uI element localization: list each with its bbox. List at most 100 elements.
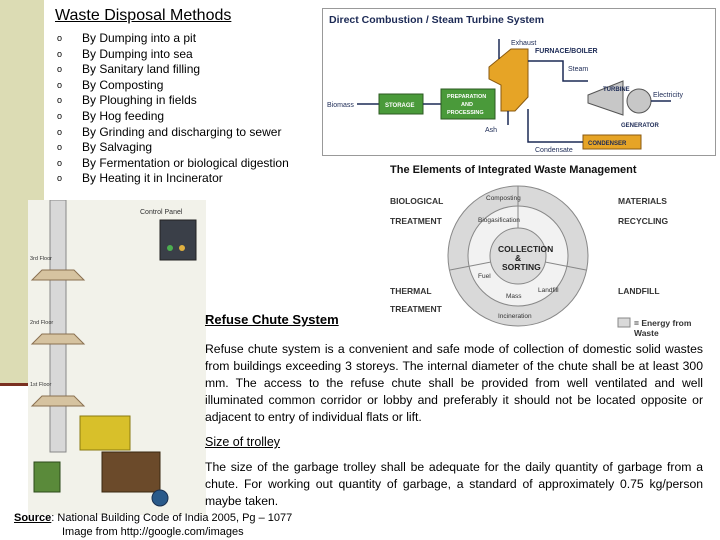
trolley-heading: Size of trolley [205, 435, 281, 449]
bullet-icon: o [57, 142, 63, 153]
source-citation: Source: National Building Code of India … [14, 512, 292, 524]
iwm-graphic: Composting Biogasification Fuel Mass Lan… [447, 185, 631, 328]
control-light-1 [167, 245, 173, 251]
floor-3-label: 3rd Floor [30, 256, 52, 262]
steam-line [528, 60, 588, 82]
list-item: o By Heating it in Incinerator [57, 171, 289, 187]
bullet-icon: o [57, 157, 63, 168]
floor-3-hopper [30, 269, 86, 281]
ash-label: Ash [485, 127, 497, 134]
materials-label: MATERIALS [618, 196, 667, 206]
prep-label-2: AND [461, 102, 473, 108]
turbine-label: TURBINE [603, 87, 630, 93]
method-text: By Sanitary land filling [82, 62, 201, 77]
source-label: Source [14, 512, 52, 524]
floor-2-hopper [30, 333, 86, 345]
composting-label: Composting [486, 195, 521, 202]
fuel-label: Fuel [478, 273, 491, 280]
bullet-icon: o [57, 48, 63, 59]
landfill-label: LANDFILL [618, 286, 660, 296]
control-panel-label: Control Panel [140, 209, 183, 216]
legend-swatch [617, 317, 631, 328]
condensate-line [527, 109, 583, 143]
generator-label: GENERATOR [621, 123, 659, 129]
method-text: By Salvaging [82, 140, 153, 155]
condenser-label: CONDENSER [588, 141, 627, 147]
thermal-treatment-label: TREATMENT [390, 304, 442, 314]
side-band-divider [0, 383, 44, 386]
electricity-label: Electricity [653, 92, 683, 99]
control-panel-box [159, 219, 197, 261]
trolley-paragraph: The size of the garbage trolley shall be… [205, 460, 703, 508]
list-item: o By Salvaging [57, 140, 289, 156]
prep-box [440, 88, 496, 120]
prep-label-1: PREPARATION [447, 94, 486, 100]
list-item: o By Dumping into a pit [57, 31, 289, 47]
bullet-icon: o [57, 126, 63, 137]
combustion-diagram-title: Direct Combustion / Steam Turbine System [329, 14, 545, 26]
list-item: o By Sanitary land filling [57, 62, 289, 78]
list-item: o By Ploughing in fields [57, 93, 289, 109]
bullet-icon: o [57, 173, 63, 184]
thermal-label: THERMAL [390, 286, 432, 296]
method-text: By Fermentation or biological digestion [82, 155, 289, 170]
bullet-icon: o [57, 64, 63, 75]
center-label-2: & [515, 253, 521, 263]
condensate-label: Condensate [535, 147, 573, 154]
method-text: By Dumping into a pit [82, 31, 197, 45]
chute-graphic: Control Panel 3rd Floor 2nd Floor 1st Fl… [30, 200, 197, 507]
list-item: o By Grinding and discharging to sewer [57, 125, 289, 141]
method-text: By Hog feeding [82, 108, 165, 123]
legend-label: = Energy from Waste [634, 318, 692, 338]
list-item: o By Hog feeding [57, 109, 289, 125]
prep-label-3: PROCESSING [447, 110, 484, 116]
generator-shape [626, 88, 652, 114]
furnace-label: FURNACE/BOILER [535, 48, 598, 55]
center-label-1: COLLECTION [498, 244, 553, 254]
treatment-label: TREATMENT [390, 216, 442, 226]
floor-1-label: 1st Floor [30, 382, 52, 388]
bullet-icon: o [57, 33, 63, 43]
iwm-diagram: The Elements of Integrated Waste Managem… [386, 160, 716, 338]
mass-label: Mass [506, 293, 522, 300]
landfill-gas-label: Landfill [538, 287, 559, 294]
turbine-shape [587, 80, 624, 116]
storage-label: STORAGE [385, 103, 415, 109]
refuse-chute-illustration: Control Panel 3rd Floor 2nd Floor 1st Fl… [28, 200, 206, 515]
recycling-label: RECYCLING [618, 216, 669, 226]
trolley-wheel [151, 489, 169, 507]
image-source: Image from http://google.com/images [62, 526, 244, 538]
center-label-3: SORTING [502, 262, 541, 272]
iwm-divider-3 [544, 261, 587, 271]
method-text: By Grinding and discharging to sewer [82, 124, 282, 139]
bullet-icon: o [57, 110, 63, 121]
bullet-icon: o [57, 79, 63, 90]
bullet-icon: o [57, 95, 63, 106]
refuse-chute-paragraph: Refuse chute system is a convenient and … [205, 342, 703, 424]
compactor-machine [79, 415, 131, 451]
iwm-title: The Elements of Integrated Waste Managem… [390, 164, 637, 176]
combustion-diagram: Direct Combustion / Steam Turbine System… [322, 8, 716, 156]
incineration-label: Incineration [498, 313, 532, 320]
floor-1-hopper [30, 395, 86, 407]
floor-2-label: 2nd Floor [30, 320, 53, 326]
biomass-label: Biomass [327, 102, 354, 109]
method-text: By Heating it in Incinerator [82, 171, 223, 186]
page-title: Waste Disposal Methods [55, 7, 232, 24]
source-text: : National Building Code of India 2005, … [51, 512, 293, 524]
refuse-chute-heading: Refuse Chute System [205, 312, 339, 327]
exhaust-label: Exhaust [511, 40, 536, 47]
chute-pipe [49, 200, 67, 453]
left-bin [33, 461, 61, 493]
method-text: By Ploughing in fields [82, 93, 197, 108]
control-light-2 [179, 245, 185, 251]
steam-label: Steam [568, 66, 588, 73]
iwm-divider-2 [449, 261, 492, 271]
digestion-label: Biogasification [478, 217, 520, 224]
list-item: o By Fermentation or biological digestion [57, 156, 289, 172]
biological-label: BIOLOGICAL [390, 196, 444, 206]
garbage-container [101, 451, 161, 493]
